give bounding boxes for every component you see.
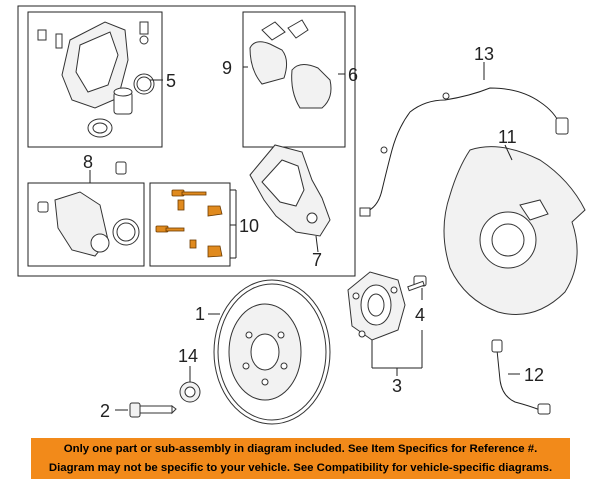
- callout-4: 4: [415, 305, 425, 325]
- callout-3: 3: [392, 376, 402, 396]
- callout-10: 10: [239, 216, 259, 236]
- callout-13: 13: [474, 44, 494, 64]
- hub-bearing-drawing: [347, 271, 406, 341]
- callout-2: 2: [100, 401, 110, 421]
- brake-rotor-drawing: [213, 279, 331, 425]
- lock-nut-drawing: [179, 381, 201, 403]
- caliper-drawing: [37, 21, 155, 138]
- callout-8: 8: [83, 152, 93, 172]
- hub-bolt-drawing: [407, 275, 427, 292]
- disclaimer-banner: Only one part or sub-assembly in diagram…: [31, 438, 570, 479]
- brake-hose-drawing: [491, 339, 551, 415]
- brake-parts-diagram: 5 6 9 8 10 7 13 11 1 4 3 12 14 2: [17, 5, 586, 425]
- wheel-speed-sensor-drawing: [359, 87, 569, 217]
- pad-box: [242, 11, 346, 148]
- guide-pin-bolt-kit: [155, 189, 223, 258]
- caliper-bracket-drawing: [249, 144, 331, 237]
- callout-11: 11: [498, 127, 517, 147]
- caliper-housing-drawing: [37, 161, 140, 257]
- mounting-bolt-drawing: [129, 402, 177, 418]
- brake-pads-drawing: [249, 19, 332, 109]
- caliper-assembly-frame: [17, 5, 356, 277]
- callout-7: 7: [312, 250, 322, 270]
- leader-lines: [89, 62, 520, 411]
- callout-5: 5: [166, 71, 176, 91]
- disclaimer-line-2: Diagram may not be specific to your vehi…: [48, 462, 553, 474]
- callout-1: 1: [195, 304, 205, 324]
- callout-12: 12: [524, 365, 544, 385]
- callout-14: 14: [178, 346, 198, 366]
- callout-9: 9: [222, 58, 232, 78]
- disclaimer-line-1: Only one part or sub-assembly in diagram…: [63, 443, 538, 455]
- backing-plate-drawing: [443, 146, 586, 315]
- housing-box: [27, 182, 145, 267]
- callout-6: 6: [348, 65, 358, 85]
